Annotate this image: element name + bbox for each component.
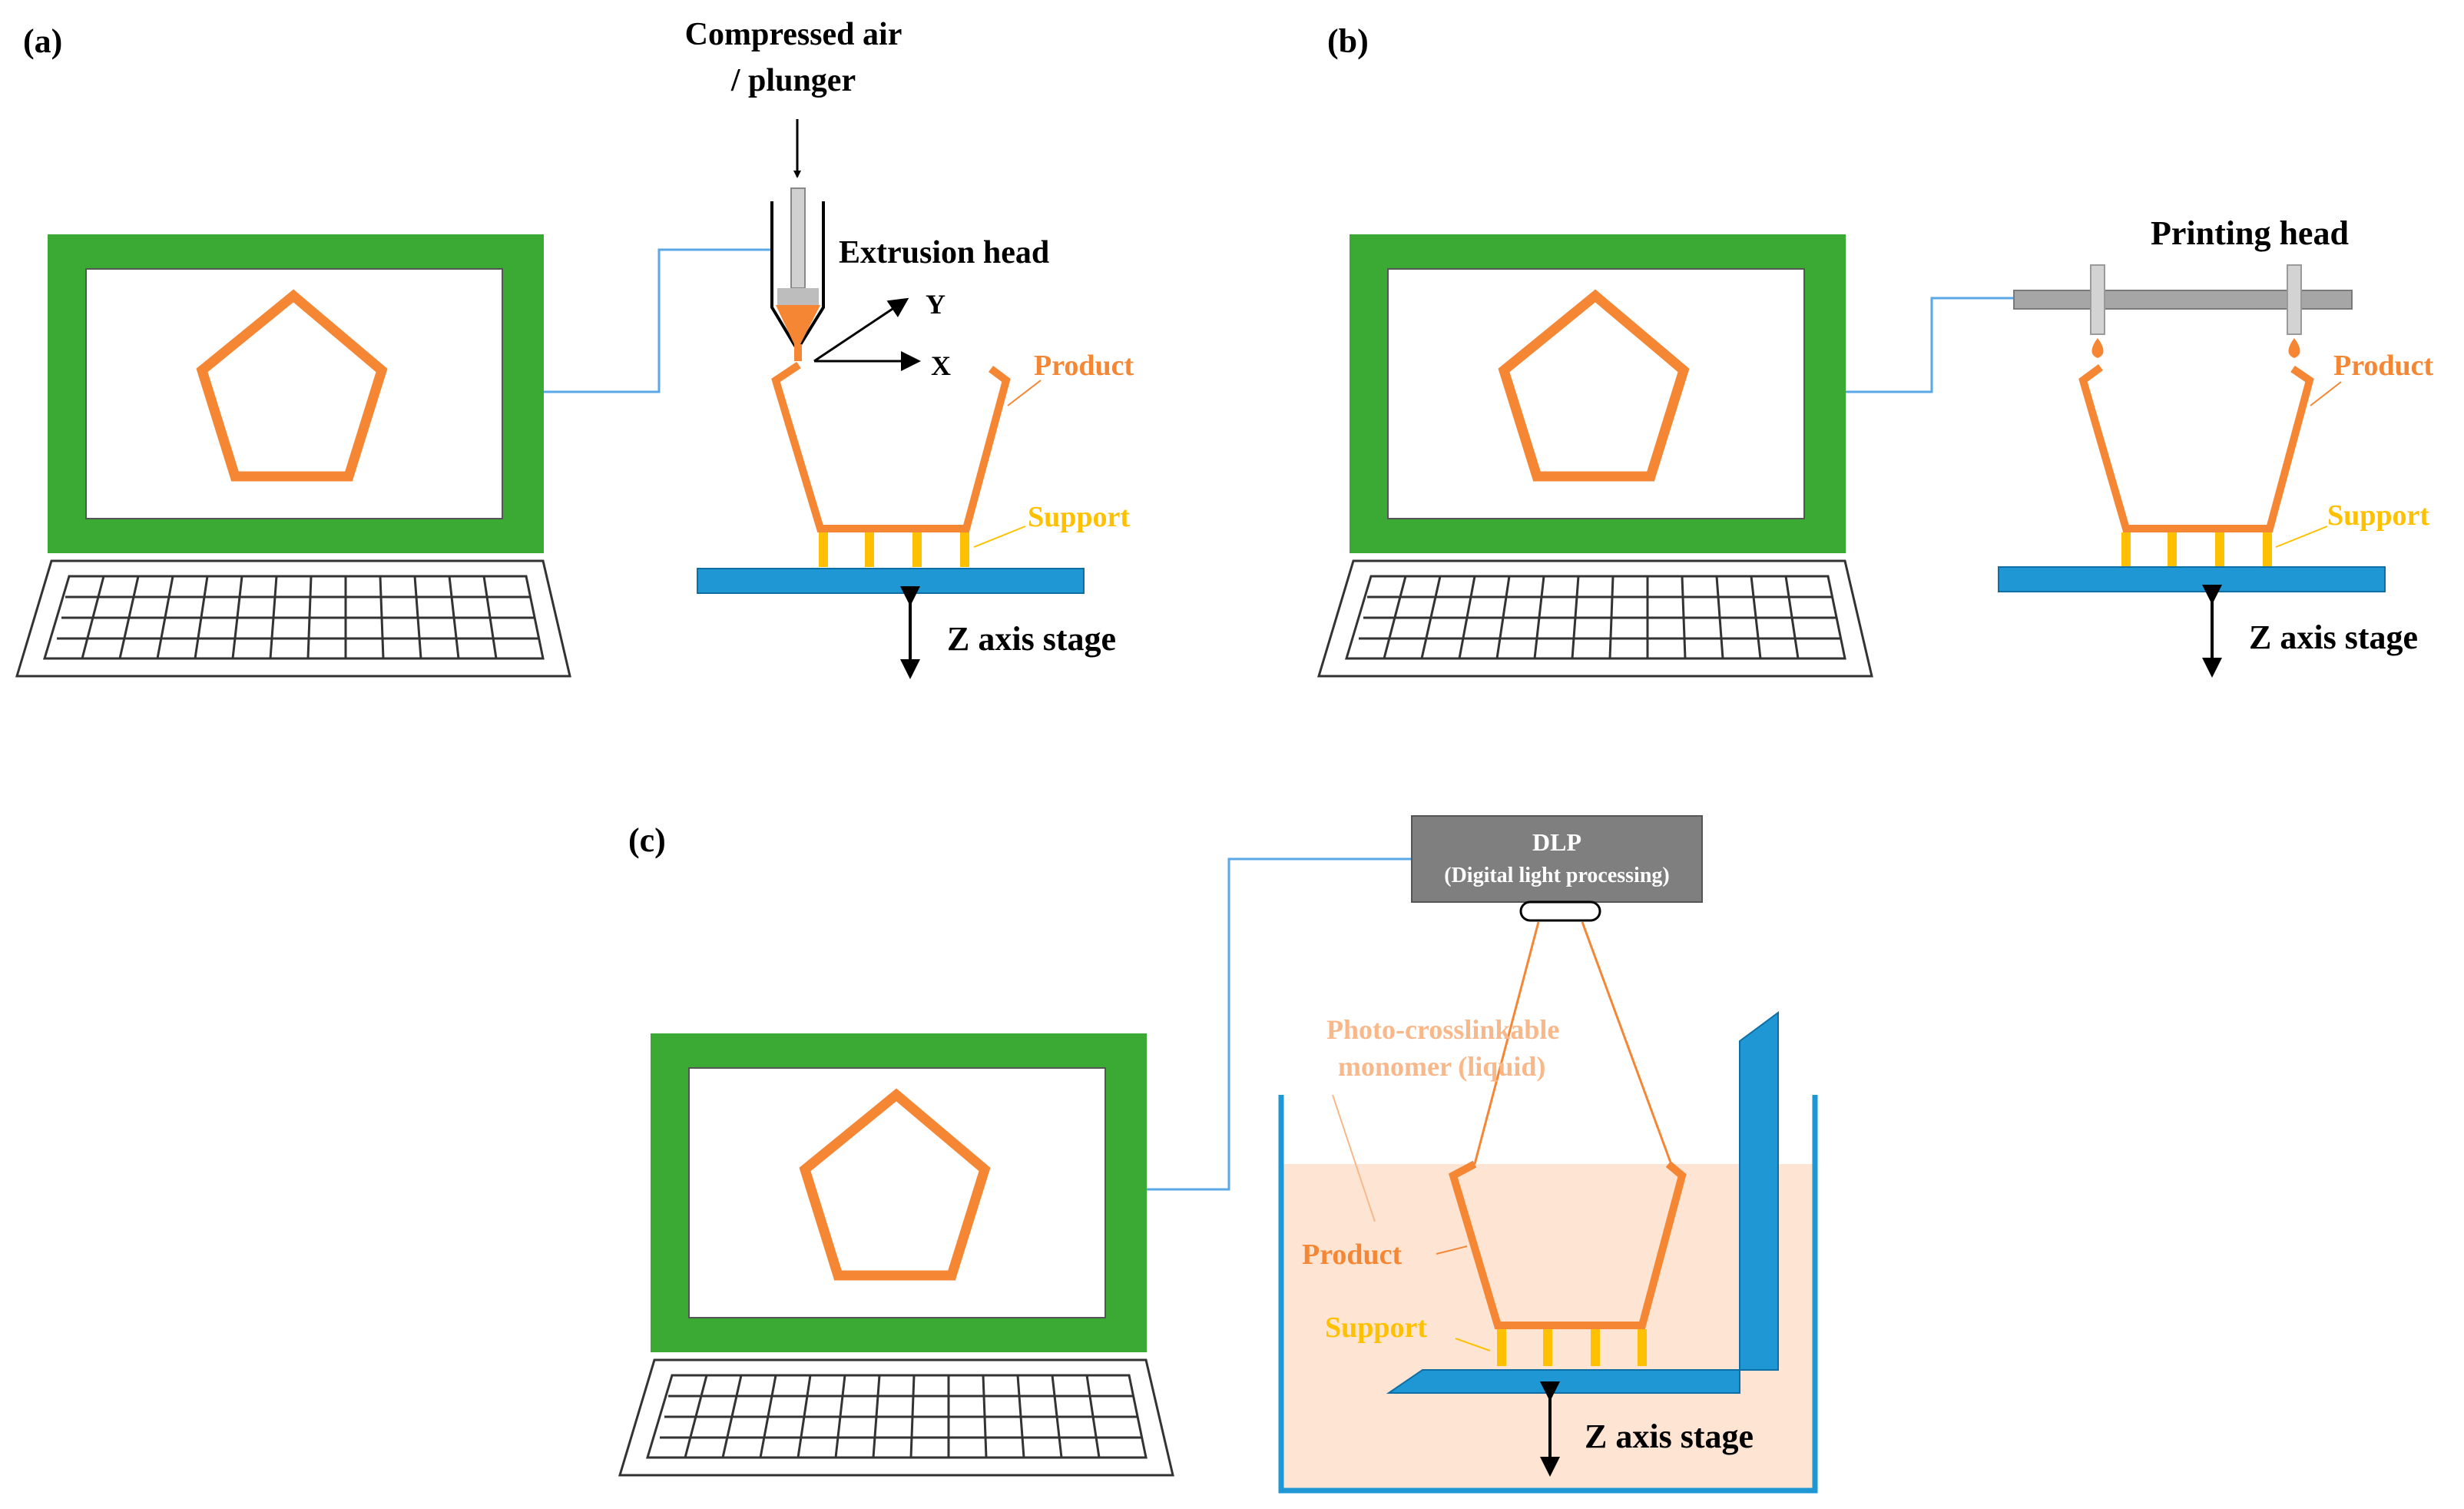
product-label-a: Product (1034, 350, 1134, 382)
panel-b-label: (b) (1327, 22, 1369, 60)
product-leader-a (1007, 380, 1042, 406)
panel-a-label: (a) (23, 22, 62, 60)
z-stage-label-a: Z axis stage (947, 620, 1116, 658)
axis-x-label: X (931, 350, 951, 381)
panel-b: (b) (1316, 22, 2434, 678)
product-leader-b (2310, 381, 2342, 406)
support-leader-a (973, 526, 1026, 548)
support-label-a: Support (1028, 501, 1130, 533)
keyboard-grid-a (42, 575, 545, 660)
axis-y-arrow (813, 297, 909, 363)
printing-head (2013, 264, 2353, 358)
light-beam-left (1473, 921, 1540, 1165)
laptop-a (15, 234, 571, 678)
z-stage-c (1386, 1011, 1779, 1394)
product-label-c: Product (1302, 1239, 1403, 1271)
monomer-leader (1332, 1094, 1376, 1222)
support-c (1497, 1329, 1647, 1366)
panel-a: (a) (15, 17, 1134, 679)
support-label-b: Support (2327, 499, 2429, 532)
z-stage-label-c: Z axis stage (1585, 1418, 1754, 1455)
dlp-box (1411, 815, 1703, 903)
product-b (2078, 363, 2314, 532)
product-c (1449, 1160, 1687, 1329)
z-stage-a (697, 568, 1085, 594)
light-beam-right (1581, 921, 1672, 1163)
panel-c: (c) (618, 815, 1818, 1494)
vat (1278, 1095, 1818, 1494)
product-leader-c (1436, 1245, 1468, 1255)
monomer-label-2: monomer (liquid) (1338, 1051, 1545, 1082)
support-b (2121, 532, 2272, 567)
laptop-b (1316, 234, 1873, 678)
monomer-label-1: Photo-crosslinkable (1326, 1014, 1559, 1045)
extrusion-head (770, 187, 825, 361)
compressed-air-label-2: / plunger (730, 63, 856, 98)
extrusion-head-label: Extrusion head (839, 235, 1049, 270)
product-a (771, 361, 1011, 532)
support-a (819, 532, 969, 567)
support-label-c: Support (1325, 1312, 1427, 1344)
support-leader-b (2275, 526, 2328, 548)
dlp-title: DLP (1532, 828, 1581, 856)
z-stage-label-b: Z axis stage (2249, 619, 2418, 656)
droplet-right (2288, 338, 2300, 358)
cable-b (1846, 297, 2014, 393)
z-stage-b (1998, 566, 2386, 592)
dlp-subtitle: (Digital light processing) (1444, 864, 1669, 887)
panel-c-label: (c) (628, 821, 666, 859)
axis-y-label: Y (926, 289, 946, 320)
dlp-lens (1519, 900, 1601, 922)
keyboard-grid-b (1344, 575, 1846, 660)
support-leader-c (1455, 1338, 1491, 1351)
droplet-left (2091, 338, 2104, 358)
pentagon-b (1498, 289, 1690, 482)
pentagon-a (196, 289, 388, 482)
cable-a (544, 248, 770, 393)
pentagon-c (799, 1088, 991, 1281)
printing-head-label: Printing head (2151, 214, 2349, 252)
keyboard-grid-c (645, 1374, 1148, 1459)
product-label-b: Product (2333, 350, 2434, 382)
cable-c (1147, 857, 1412, 1191)
laptop-c (618, 1033, 1174, 1477)
compressed-air-label-1: Compressed air (685, 17, 902, 52)
